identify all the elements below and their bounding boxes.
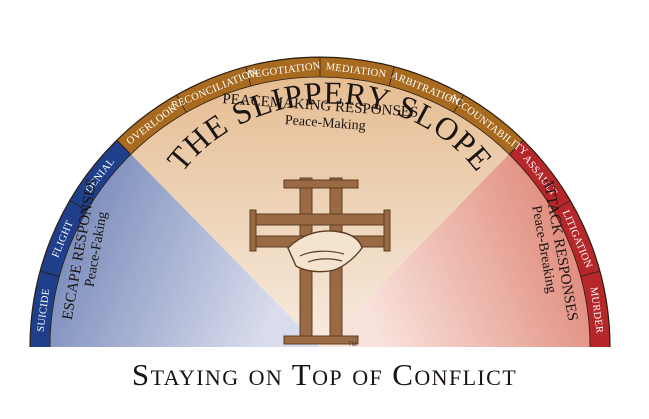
band-dividers <box>39 57 601 277</box>
band-divider <box>69 200 88 211</box>
escape-zone <box>30 140 320 347</box>
attack-band <box>509 140 610 347</box>
peacemaking-subtitle: Peace-Making <box>284 113 366 134</box>
group-divider <box>508 139 524 155</box>
footer-tagline: Staying on Top of Conflict <box>131 357 518 392</box>
band-divider <box>176 94 187 113</box>
band-divider <box>453 94 464 113</box>
band-divider <box>580 270 601 277</box>
attack-zone <box>320 140 610 347</box>
peacemaking-band <box>117 57 523 154</box>
trademark-symbol: TM <box>348 342 357 348</box>
band-divider <box>245 66 252 87</box>
zone-fills <box>30 57 610 348</box>
band-divider <box>388 66 395 87</box>
group-divider <box>116 139 132 155</box>
band-divider <box>552 200 571 211</box>
peacemaking-zone <box>117 57 523 348</box>
cross-handshake-icon <box>249 177 391 345</box>
escape-band <box>30 140 131 347</box>
arc-bands <box>29 56 611 348</box>
band-divider <box>39 270 60 277</box>
